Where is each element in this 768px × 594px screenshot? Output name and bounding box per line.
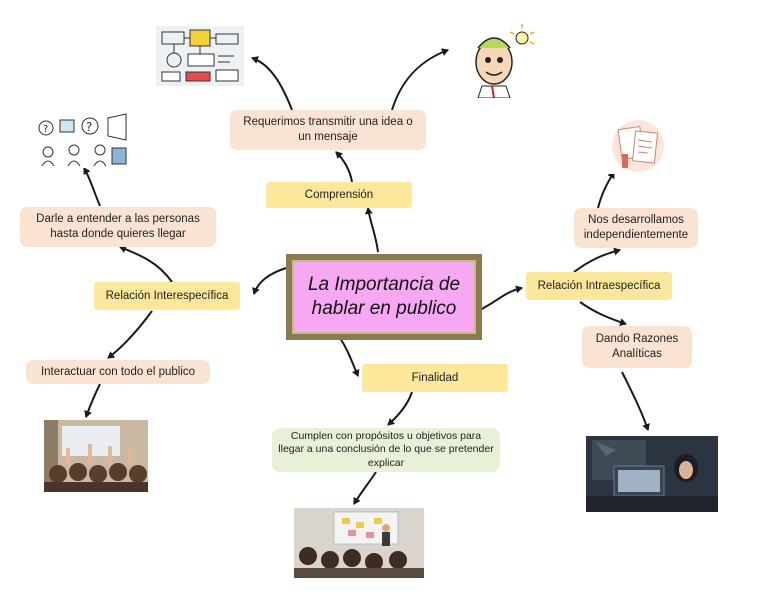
node-comprension: Comprensión xyxy=(266,182,412,208)
edge-relintra-nos xyxy=(573,247,621,273)
svg-text:?: ? xyxy=(43,124,48,135)
node-finalidad: Finalidad xyxy=(362,364,508,392)
node-relacion-intraespecifica: Relación Intraespecífica xyxy=(526,272,672,300)
edge-central-relinter xyxy=(252,267,287,295)
edge-central-finalidad xyxy=(339,337,360,377)
node-requerimos: Requerimos transmitir una idea o un mens… xyxy=(230,110,426,150)
edge-dando-woman xyxy=(621,371,650,431)
central-line-1: La Importancia de xyxy=(307,274,461,296)
woman-at-computer-photo xyxy=(586,436,718,512)
svg-text:?: ? xyxy=(86,120,92,134)
edge-relintra-dando xyxy=(579,301,627,326)
edge-requerimos-idea xyxy=(391,48,449,111)
edge-relinter-interactuar xyxy=(107,310,153,359)
edge-cumplen-presentation xyxy=(353,471,377,505)
node-dando-razones: Dando Razones Analíticas xyxy=(582,326,692,368)
edge-finalidad-cumplen xyxy=(387,391,413,426)
node-cumplen: Cumplen con propósitos u objetivos para … xyxy=(272,428,500,472)
edge-interactuar-audience xyxy=(84,383,101,418)
node-nos-desarrollamos: Nos desarrollamos independientemente xyxy=(574,208,698,248)
presentation-room-photo xyxy=(294,508,424,578)
edge-central-comprension xyxy=(364,207,379,253)
edge-requerimos-sketchnote xyxy=(251,56,293,111)
node-relacion-interespecifica: Relación Interespecífica xyxy=(94,282,240,310)
node-interactuar: Interactuar con todo el publico xyxy=(26,360,210,384)
edge-relinter-darle xyxy=(119,245,173,283)
audience-raising-hands-photo xyxy=(44,420,148,492)
edge-nos-documents xyxy=(597,171,615,209)
central-line-2: hablar en publico xyxy=(311,298,457,319)
sketchnote-drawing-image xyxy=(156,26,244,86)
node-darle-entender: Darle a entender a las personas hasta do… xyxy=(20,207,216,247)
central-topic: La Importancia de hablar en publico xyxy=(286,254,482,340)
edge-darle-questions xyxy=(83,167,101,207)
edge-central-relintra xyxy=(475,285,523,313)
documents-illustration-image xyxy=(610,118,668,174)
edge-comprension-requerimos xyxy=(335,151,353,183)
questions-sketch-image: ? ? xyxy=(34,112,132,168)
idea-cartoon-person-image xyxy=(464,24,536,98)
